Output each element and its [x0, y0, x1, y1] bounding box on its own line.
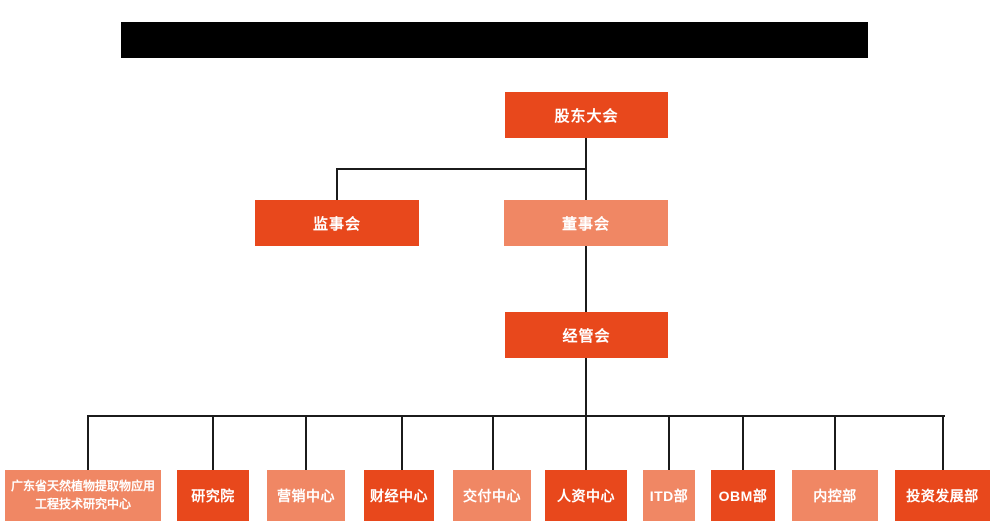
connector-line [742, 415, 744, 470]
org-node-shareholders-meeting: 股东大会 [505, 92, 668, 138]
connector-line [585, 246, 587, 312]
connector-line [305, 415, 307, 470]
org-node-hr-center: 人资中心 [545, 470, 627, 521]
org-node-research-center: 广东省天然植物提取物应用工程技术研究中心 [5, 470, 161, 521]
connector-line [336, 168, 338, 200]
connector-line [668, 415, 670, 470]
connector-line [492, 415, 494, 470]
org-node-delivery-center: 交付中心 [453, 470, 531, 521]
org-node-investment-development: 投资发展部 [895, 470, 990, 521]
connector-line [834, 415, 836, 470]
redacted-title-bar [121, 22, 868, 58]
org-node-supervisory-board: 监事会 [255, 200, 419, 246]
connector-line [87, 415, 89, 470]
connector-line [942, 415, 944, 470]
org-node-research-institute: 研究院 [177, 470, 249, 521]
connector-line [212, 415, 214, 470]
connector-line [401, 415, 403, 470]
connector-line [585, 415, 587, 470]
connector-line [585, 358, 587, 416]
org-node-internal-control-dept: 内控部 [792, 470, 878, 521]
org-node-finance-center: 财经中心 [364, 470, 434, 521]
org-node-marketing-center: 营销中心 [267, 470, 345, 521]
org-node-board-of-directors: 董事会 [504, 200, 668, 246]
connector-line [87, 415, 945, 417]
org-node-management-committee: 经管会 [505, 312, 668, 358]
org-node-obm-department: OBM部 [711, 470, 775, 521]
connector-line [336, 168, 587, 170]
org-node-itd-department: ITD部 [643, 470, 695, 521]
